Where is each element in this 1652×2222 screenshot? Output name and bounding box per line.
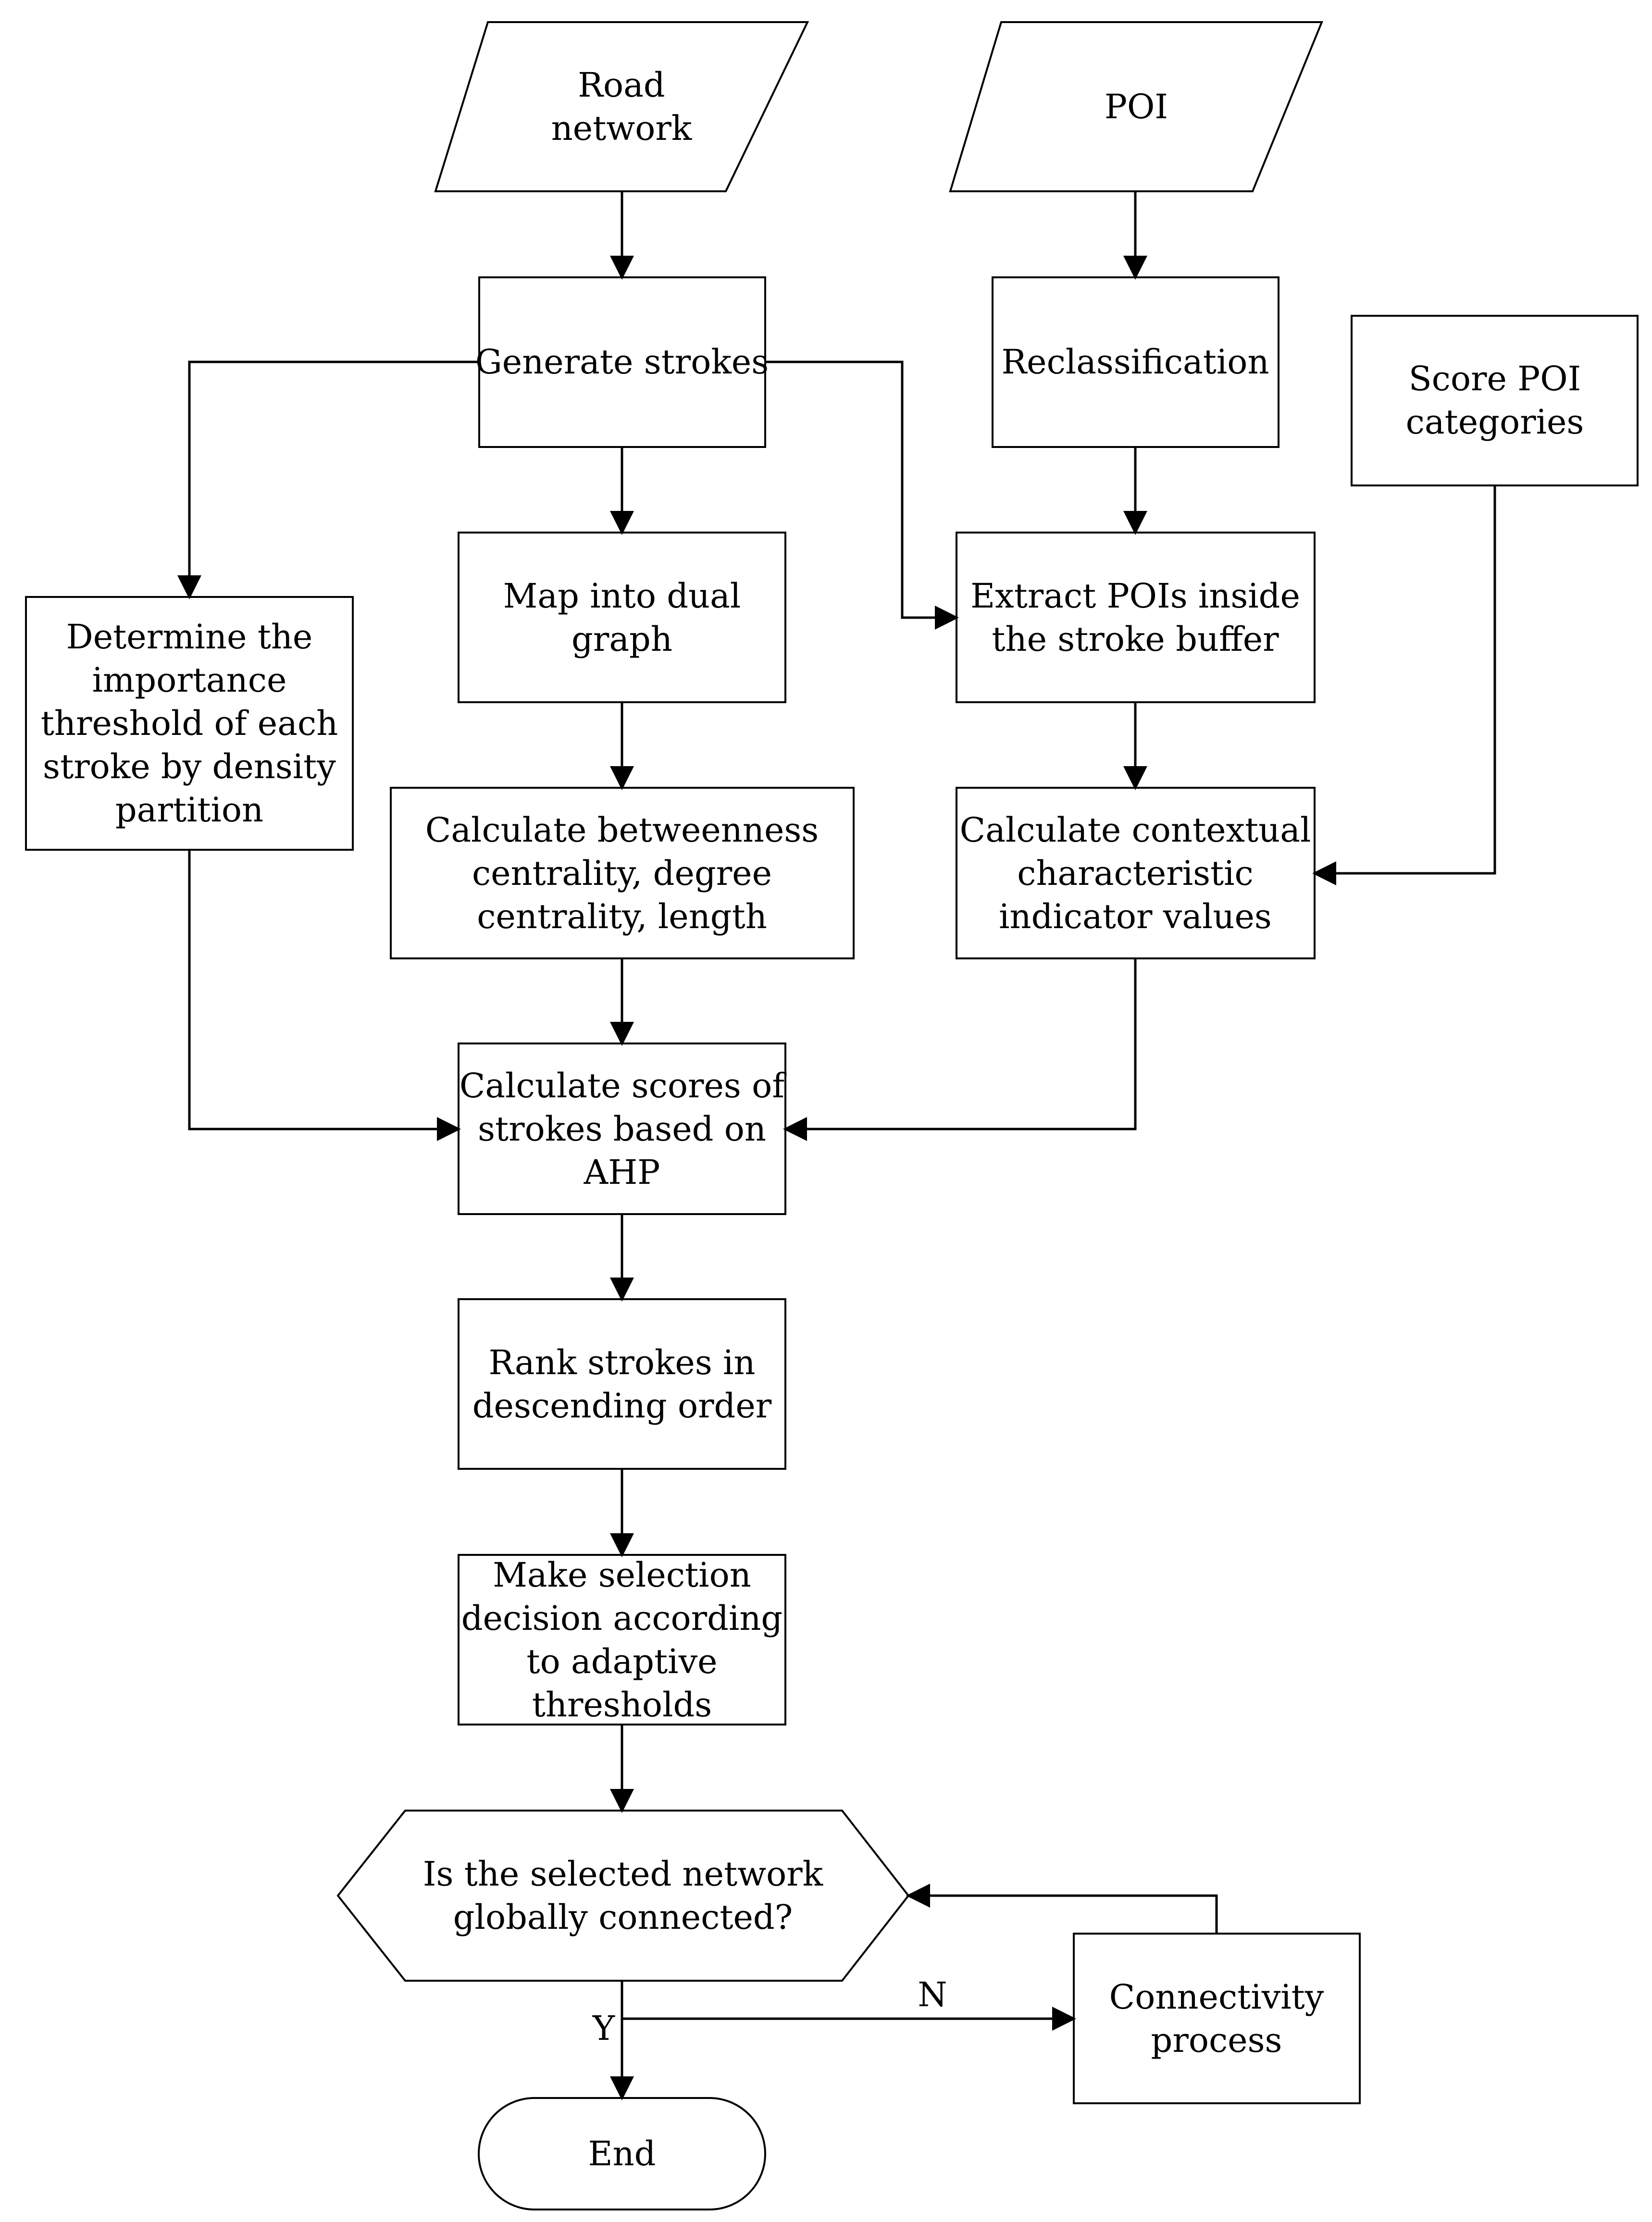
end-label: End: [588, 2134, 656, 2173]
label-line: descending order: [472, 1386, 772, 1426]
connectors: [177, 191, 1496, 2100]
generate-strokes-label: Generate strokes: [475, 342, 769, 382]
node-generate-strokes: Generate strokes: [475, 276, 769, 448]
label-line: stroke by density: [43, 747, 336, 786]
label-line: network: [551, 109, 692, 148]
label-line: Score POI: [1409, 359, 1581, 398]
label-line: Generate strokes: [475, 342, 769, 382]
node-end: End: [478, 2097, 766, 2210]
arrow-determine-to-scores: [188, 850, 461, 1141]
label-line: centrality, length: [477, 897, 767, 936]
label-line: Determine the: [66, 617, 313, 657]
label-line: POI: [1105, 87, 1168, 126]
node-poi: POI: [949, 21, 1323, 192]
label-line: Road: [578, 65, 665, 105]
arrow-score-poi-to-contextual: [1312, 485, 1496, 885]
label-line: partition: [115, 790, 263, 830]
edge-label-no: N: [918, 1975, 947, 2014]
decision-label: Is the selected network globally connecte…: [423, 1854, 823, 1937]
label-line: End: [588, 2134, 656, 2173]
label-line: Rank strokes in: [489, 1343, 756, 1382]
label-line: strokes based on: [478, 1109, 766, 1149]
extract-pois-label: Extract POIs inside the stroke buffer: [970, 576, 1300, 659]
make-selection-box: [458, 1554, 786, 1725]
calculate-centrality-label: Calculate betweenness centrality, degree c…: [425, 810, 819, 936]
poi-label: POI: [1105, 87, 1168, 126]
rank-strokes-box: [458, 1298, 786, 1470]
reclassification-box: [992, 276, 1279, 448]
calculate-centrality-box: [390, 787, 855, 959]
poi-parallelogram: [949, 21, 1323, 192]
label-line: decision according: [461, 1599, 783, 1638]
calculate-contextual-label: Calculate contextual characteristic indica…: [960, 810, 1311, 936]
label-line: threshold of each: [41, 704, 338, 743]
road-network-parallelogram: [434, 21, 809, 192]
label-line: indicator values: [999, 897, 1272, 936]
label-line: Reclassification: [1001, 342, 1269, 382]
score-poi-categories-label: Score POI categories: [1406, 359, 1584, 442]
label-line: centrality, degree: [472, 854, 772, 893]
calculate-scores-box: [458, 1043, 786, 1215]
rank-strokes-label: Rank strokes in descending order: [472, 1343, 772, 1426]
edge-label-yes: Y: [592, 2009, 615, 2048]
label-line: Is the selected network: [423, 1854, 823, 1894]
label-line: globally connected?: [453, 1898, 793, 1937]
label-line: Extract POIs inside: [970, 576, 1300, 616]
node-calculate-centrality: Calculate betweenness centrality, degree c…: [390, 787, 855, 959]
node-extract-pois: Extract POIs inside the stroke buffer: [956, 532, 1316, 703]
label-line: Make selection: [493, 1555, 751, 1595]
label-line: Map into dual: [503, 576, 741, 616]
label-line: Calculate scores of: [460, 1066, 787, 1105]
label-line: Calculate betweenness: [425, 810, 819, 850]
determine-threshold-box: [25, 596, 354, 851]
label-line: importance: [92, 660, 287, 700]
node-calculate-scores: Calculate scores of strokes based on AHP: [458, 1043, 787, 1215]
label-line: categories: [1406, 402, 1584, 442]
node-map-dual-graph: Map into dual graph: [458, 532, 786, 703]
label-line: to adaptive: [526, 1642, 717, 1681]
node-connectivity-process: Connectivity process: [1073, 1933, 1361, 2104]
arrow-contextual-to-scores: [783, 958, 1137, 1141]
calculate-contextual-box: [956, 787, 1316, 959]
extract-pois-box: [956, 532, 1316, 703]
decision-hexagon: [336, 1810, 910, 1982]
node-score-poi-categories: Score POI categories: [1351, 315, 1639, 486]
road-network-label: Road network: [551, 65, 692, 148]
label-line: Calculate contextual: [960, 810, 1311, 850]
map-dual-graph-box: [458, 532, 786, 703]
node-rank-strokes: Rank strokes in descending order: [458, 1298, 786, 1470]
calculate-scores-label: Calculate scores of strokes based on AHP: [460, 1066, 787, 1192]
reclassification-label: Reclassification: [1001, 342, 1269, 382]
arrow-connectivity-to-decision: [906, 1884, 1218, 1934]
label-line: AHP: [584, 1153, 660, 1192]
node-road-network: Road network: [434, 21, 809, 192]
node-decision: Is the selected network globally connecte…: [336, 1810, 910, 1982]
score-poi-categories-box: [1351, 315, 1639, 486]
map-dual-graph-label: Map into dual graph: [503, 576, 741, 659]
arrow-generate-to-determine: [177, 360, 479, 599]
label-line: thresholds: [532, 1685, 712, 1725]
arrow-generate-to-extract: [765, 360, 959, 630]
make-selection-label: Make selection decision according to adapt…: [461, 1555, 783, 1725]
label-line: process: [1151, 2021, 1282, 2060]
node-reclassification: Reclassification: [992, 276, 1279, 448]
connectivity-process-label: Connectivity process: [1109, 1977, 1324, 2060]
node-calculate-contextual: Calculate contextual characteristic indica…: [956, 787, 1316, 959]
node-make-selection: Make selection decision according to adapt…: [458, 1554, 786, 1725]
connectivity-process-box: [1073, 1933, 1361, 2104]
label-line: characteristic: [1017, 854, 1253, 893]
label-line: the stroke buffer: [992, 620, 1279, 659]
label-line: Connectivity: [1109, 1977, 1324, 2017]
label-line: graph: [571, 620, 672, 659]
